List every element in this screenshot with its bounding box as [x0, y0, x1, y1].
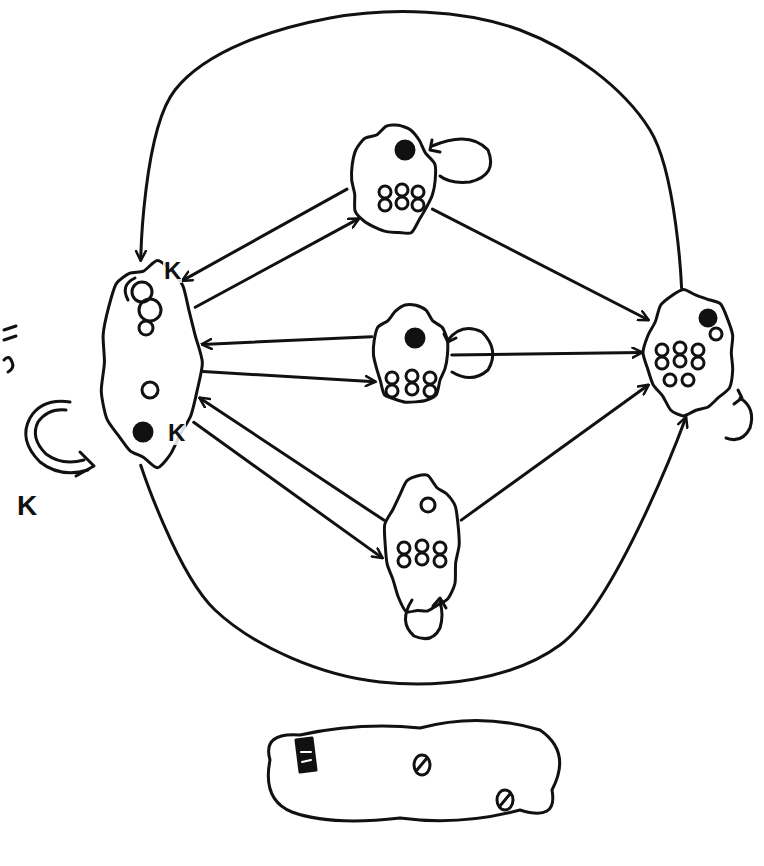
transition-arrow: [461, 385, 648, 520]
rotation-arrow: [35, 410, 84, 462]
chromatid: [412, 199, 424, 211]
transition-arrow: [432, 209, 648, 320]
arrowhead: [734, 390, 742, 404]
nucleolus-dot: [406, 329, 424, 347]
chromatid: [434, 542, 446, 554]
cell-outline: [268, 720, 559, 820]
self-loop: [448, 328, 493, 377]
rotation-label: K: [16, 492, 38, 520]
cell-outline: [640, 285, 740, 420]
cell-outline: [368, 300, 453, 410]
chromatid: [406, 383, 418, 395]
transition-arrow: [452, 353, 642, 356]
nucleolus-ring: [710, 328, 722, 340]
chromosome-arm: [125, 278, 135, 300]
self-loop: [432, 139, 491, 183]
transition-arrow: [183, 189, 347, 280]
chromatid: [656, 357, 668, 369]
nucleolus-dot: [700, 310, 716, 326]
arrowhead: [430, 140, 440, 152]
chromatid: [692, 357, 704, 369]
cell-membrane: [384, 475, 459, 612]
chromatid: [434, 555, 446, 567]
gene-letter: K: [167, 421, 186, 445]
cell-membrane: [101, 261, 202, 468]
self-loop: [726, 398, 752, 440]
chromatid: [142, 382, 158, 398]
chromatid: [424, 372, 436, 384]
cell: [345, 120, 440, 240]
chromatid: [379, 199, 391, 211]
cell-membrane: [373, 305, 447, 403]
transition-arrow: [141, 12, 682, 289]
transition-arrow: [203, 372, 375, 382]
chromatid: [386, 385, 398, 397]
chromatid: [412, 186, 424, 198]
vesicle: [417, 758, 427, 770]
transition-arrow: [200, 398, 384, 520]
nucleolus-dot: [134, 423, 152, 441]
vesicle: [500, 794, 510, 806]
cell-membrane: [352, 125, 436, 233]
transition-arrow: [195, 219, 358, 307]
gene-letter: K: [163, 259, 182, 283]
dark-body: [301, 752, 311, 762]
chromatid: [396, 184, 408, 196]
nucleolus-dot: [396, 141, 414, 159]
chromatid: [674, 342, 686, 354]
chromatid: [416, 553, 428, 565]
chromatid: [396, 197, 408, 209]
cell: KK: [95, 255, 205, 470]
chromatid: [656, 344, 668, 356]
dark-body: [296, 738, 316, 772]
chromatid: [416, 540, 428, 552]
cell: [368, 300, 453, 410]
chromatid: [692, 344, 704, 356]
chromatid: [674, 355, 686, 367]
cell-outline: [380, 470, 465, 620]
nucleolus-ring: [421, 498, 435, 512]
transition-arrow: [194, 422, 382, 557]
chromatid: [139, 299, 161, 321]
cell-membrane: [643, 290, 733, 416]
chromatid: [664, 374, 676, 386]
cell: [640, 285, 740, 420]
transition-arrow: [203, 337, 372, 345]
chromatid: [139, 321, 153, 335]
chromatid: [406, 370, 418, 382]
rotation-arrow: [26, 401, 88, 472]
cell: [380, 470, 465, 620]
vesicle: [414, 755, 430, 775]
vesicle: [497, 790, 513, 810]
transition-arrow: [141, 418, 686, 684]
cell-outline: [95, 255, 205, 470]
chromatid: [398, 555, 410, 567]
chromatid: [386, 372, 398, 384]
chromatid: [379, 186, 391, 198]
arrowhead: [76, 452, 94, 476]
cell-outline: [345, 120, 440, 240]
chromatid: [398, 542, 410, 554]
chromatid: [682, 374, 694, 386]
scribble: [4, 326, 16, 372]
